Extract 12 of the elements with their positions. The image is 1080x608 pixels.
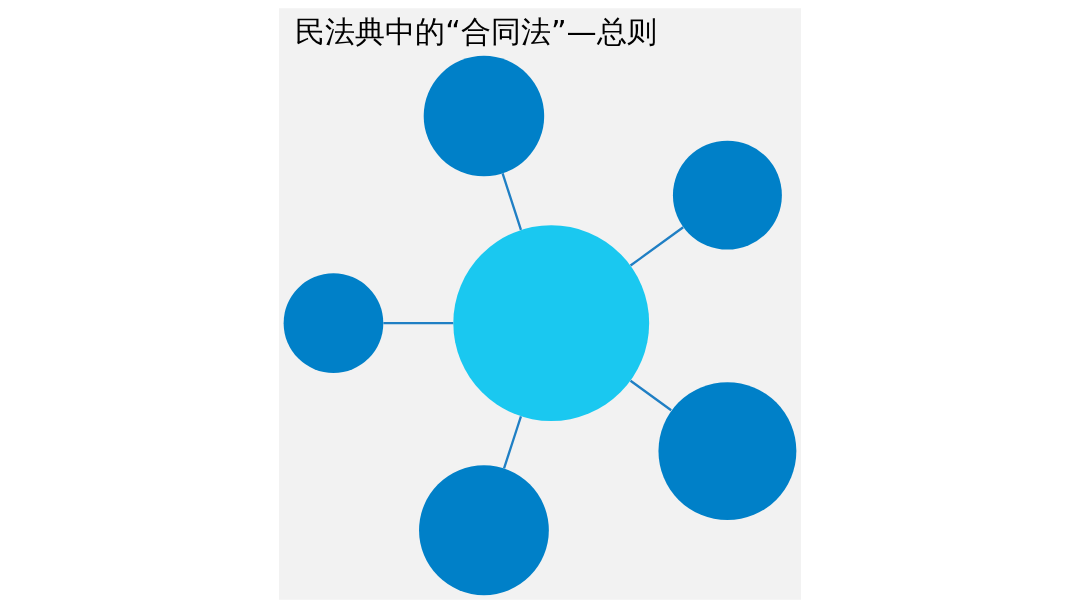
connector: [501, 173, 523, 231]
node-circle: [453, 225, 650, 422]
connector: [629, 379, 672, 412]
connector: [629, 226, 684, 267]
node-circle: [283, 273, 384, 373]
node-circle: [419, 465, 549, 596]
connector: [502, 416, 523, 469]
node-circle: [423, 55, 545, 177]
node-circle: [672, 140, 782, 250]
node-circle: [658, 382, 797, 521]
connector: [383, 321, 454, 325]
diagram-title: 民法典中的“合同法”—总则: [295, 13, 657, 49]
